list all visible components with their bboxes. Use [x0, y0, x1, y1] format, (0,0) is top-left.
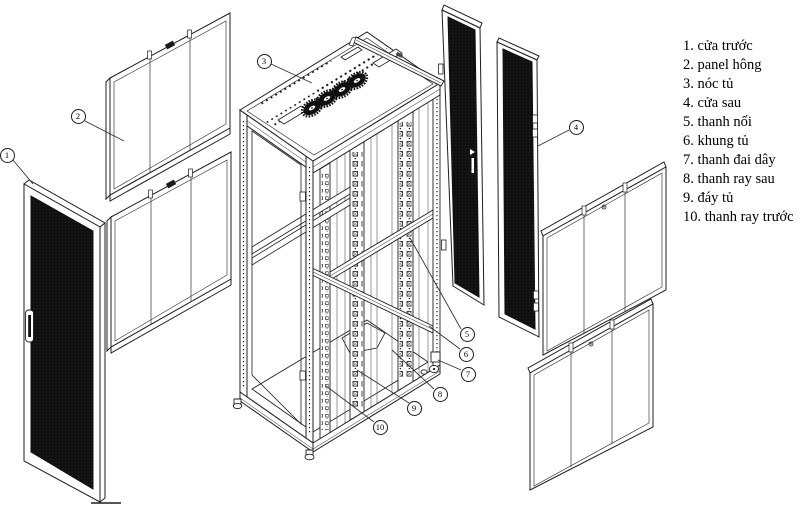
- callout-7: 7: [460, 366, 476, 382]
- rear-door-right: [496, 37, 540, 338]
- side-panel-right-lower: [527, 298, 654, 491]
- callout-10: 10: [372, 419, 388, 435]
- callout-leader-lines: [12, 63, 570, 423]
- callout-5: 5: [459, 326, 475, 342]
- panel-screw: [601, 204, 607, 210]
- legend-item-9: 9. đáy tủ: [683, 190, 734, 206]
- legend-item-1: 1. cửa trước: [683, 38, 753, 54]
- top-frame-rail: [348, 36, 445, 87]
- panel-latch: [164, 40, 176, 50]
- hinge: [533, 290, 539, 300]
- cabinet-frame: [232, 31, 445, 461]
- callout-2: 2: [70, 108, 86, 124]
- caster-bracket: [430, 351, 441, 363]
- side-panel-left-upper: [105, 12, 231, 202]
- hinge: [441, 239, 447, 251]
- hinge: [299, 191, 306, 202]
- side-panel-left-lower: [106, 151, 232, 354]
- legend-item-8: 8. thanh ray sau: [683, 171, 775, 187]
- cable-slot: [340, 46, 363, 61]
- legend-item-10: 10. thanh ray trước: [683, 209, 794, 225]
- legend-item-2: 2. panel hông: [683, 57, 762, 73]
- hinge: [532, 114, 538, 124]
- legend-item-4: 4. cửa sau: [683, 95, 742, 111]
- side-panel-right-upper: [540, 161, 667, 356]
- hinge: [299, 370, 306, 381]
- callout-1: 1: [0, 147, 15, 163]
- legend-item-7: 7. thanh đai dây: [683, 152, 776, 168]
- rear-rail: [397, 109, 414, 392]
- top-panel: [239, 31, 441, 162]
- legend-item-3: 3. nóc tủ: [683, 76, 734, 92]
- callout-9: 9: [406, 400, 422, 416]
- front-door-opening: [251, 130, 302, 425]
- leveling-feet: [232, 351, 441, 461]
- front-face: [239, 109, 314, 453]
- panel-latch: [165, 179, 177, 189]
- parts-legend: 1. cửa trước 2. panel hông 3. nóc tủ 4. …: [683, 37, 794, 227]
- hinge: [438, 63, 444, 75]
- latch: [470, 149, 475, 155]
- middle-rail: [349, 139, 365, 421]
- hinge: [532, 128, 538, 138]
- legend-item-5: 5. thanh nối: [683, 114, 752, 130]
- frame-post-rear: [432, 82, 441, 370]
- callout-3: 3: [256, 53, 272, 69]
- legend-item-6: 6. khung tủ: [683, 133, 749, 149]
- rear-door-left: [438, 4, 485, 306]
- callout-8: 8: [432, 386, 448, 402]
- callout-6: 6: [458, 346, 474, 362]
- front-door-part: [23, 179, 121, 504]
- panel-screw: [588, 341, 594, 347]
- callout-4: 4: [568, 119, 584, 135]
- hinge: [533, 302, 539, 312]
